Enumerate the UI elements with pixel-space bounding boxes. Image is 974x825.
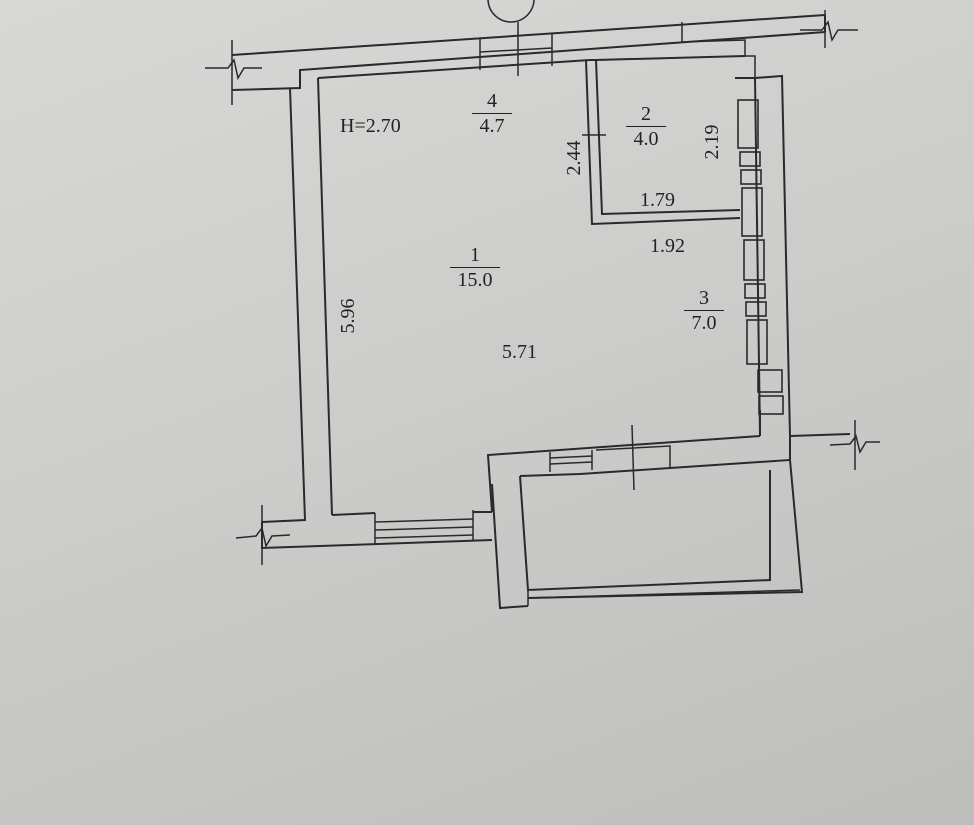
bottom-right-wall <box>486 410 851 513</box>
room-4-label: 4 4.7 <box>472 91 512 136</box>
room-1-label: 1 15.0 <box>450 245 500 290</box>
room-height-dimension: 5.96 <box>337 298 359 334</box>
bathroom-height-dimension: 2.44 <box>563 140 585 176</box>
right-height-dimension: 2.19 <box>701 124 723 160</box>
top-right-notch <box>681 22 756 78</box>
room-2-area: 4.0 <box>633 128 659 150</box>
room-1-number: 1 <box>450 245 500 268</box>
balcony-rail <box>527 589 801 606</box>
kitchen-width-dimension: 1.92 <box>650 235 685 257</box>
left-break-mark <box>205 40 262 105</box>
room-width-dimension: 5.71 <box>502 341 537 363</box>
room-3-area: 7.0 <box>691 312 717 334</box>
brick-infill <box>737 99 784 415</box>
bottom-window <box>374 510 474 545</box>
balcony-outline <box>491 459 804 610</box>
room-4-area: 4.7 <box>479 115 505 137</box>
room-3-number: 3 <box>684 288 724 311</box>
room-2-label: 2 4.0 <box>626 104 666 149</box>
right-top-break-mark <box>800 10 858 48</box>
bottom-left-break-mark <box>235 505 291 565</box>
ceiling-height-label: H=2.70 <box>340 115 401 137</box>
left-exterior-wall <box>261 77 333 523</box>
room-1-area: 15.0 <box>457 269 493 291</box>
top-window <box>479 34 553 70</box>
bathroom-partition <box>585 59 741 226</box>
right-bottom-break-mark <box>829 420 880 470</box>
axis-marker-circle <box>487 0 535 23</box>
room-3-label: 3 7.0 <box>684 288 724 333</box>
room-4-number: 4 <box>472 91 512 114</box>
bathroom-width-dimension: 1.79 <box>640 189 675 211</box>
balcony-door-axis <box>595 424 671 491</box>
room-2-number: 2 <box>626 104 666 127</box>
balcony-door <box>549 450 593 472</box>
top-interior-line <box>317 55 746 79</box>
